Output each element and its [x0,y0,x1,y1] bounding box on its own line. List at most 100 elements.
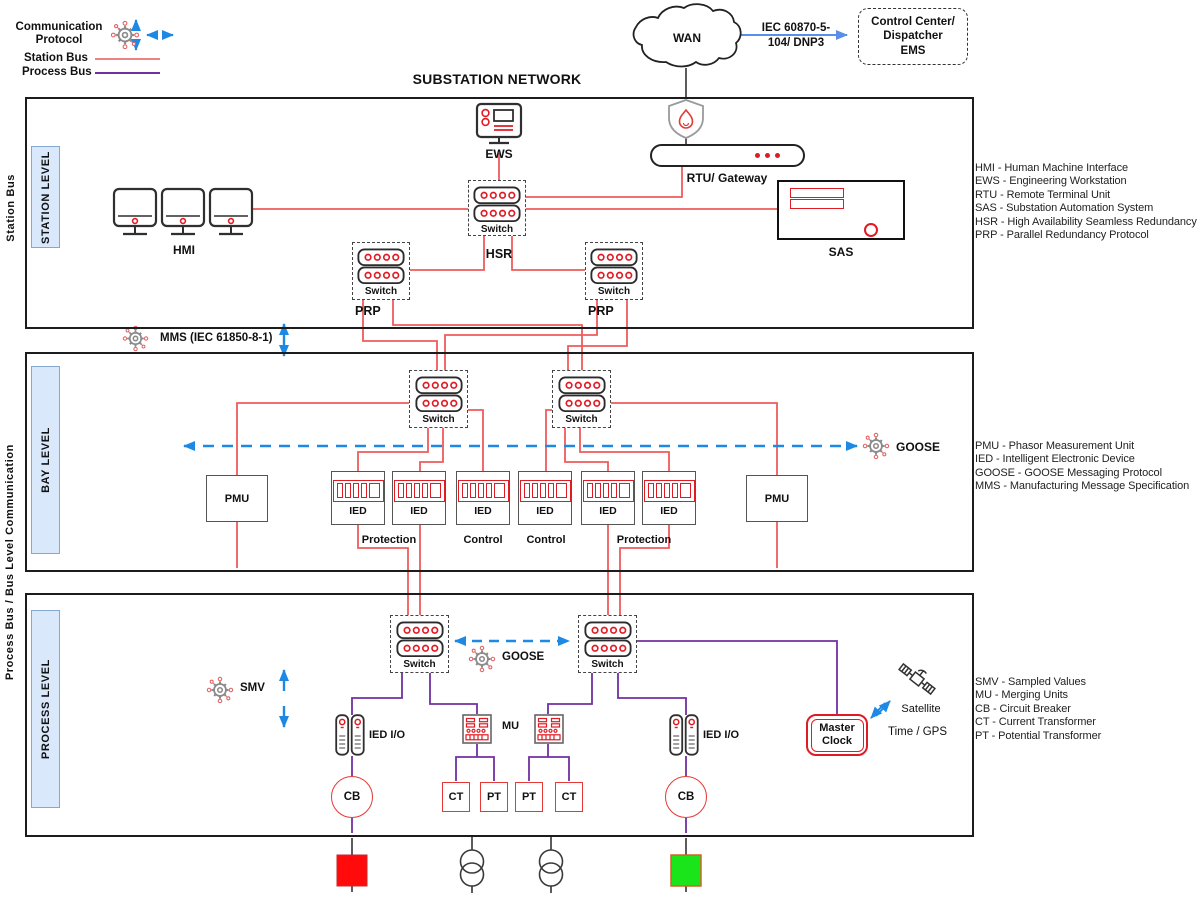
legend-protocol: Communication Protocol [10,21,108,47]
control-center-line1: Control Center/ [871,15,955,28]
hsr-label: HSR [485,247,513,261]
ied-graphic [457,479,509,502]
legend-station-bus-swatch [95,58,160,60]
switch-label: Switch [403,659,436,670]
glossary-line: SAS - Substation Automation System [975,202,1154,215]
glossary-line: PMU - Phasor Measurement Unit [975,440,1135,452]
goose-process-label: GOOSE [502,651,545,663]
station-level-tag-label: STATION LEVEL [39,150,52,244]
switch-icon [584,621,632,658]
satellite-icon [898,662,936,696]
glossary-line: RTU - Remote Terminal Unit [975,188,1111,201]
glossary-line: CT - Current Transformer [975,716,1096,729]
switch-label: Switch [422,414,455,425]
glossary-line: PRP - Parallel Redundancy Protocol [975,229,1149,242]
prp-switch-right: Switch [585,242,643,300]
rtu-led [765,153,770,158]
sas-label: SAS [828,245,854,259]
pt-box-1: PT [480,782,508,812]
ied-io-left-label: IED I/O [369,729,406,741]
ied-control-1: IED [456,471,510,525]
firewall-icon [668,99,704,139]
satellite-label: Satellite [901,703,941,715]
time-gps-label: Time / GPS [888,726,947,738]
control-center-box: Control Center/ Dispatcher EMS [858,8,968,65]
bay-level-tag: BAY LEVEL [31,366,60,554]
wan-link-line2: 104/ DNP3 [767,36,825,49]
process-level-tag-label: PROCESS LEVEL [39,658,52,760]
switch-icon [415,376,463,413]
rtu-led [775,153,780,158]
station-bus-side-label: Station Bus [5,173,17,242]
pmu-left: PMU [206,475,268,522]
bay-switch-right: Switch [552,370,611,428]
mms-label: MMS (IEC 61850-8-1) [160,332,273,344]
rtu-led [755,153,760,158]
transformer-symbol [459,849,564,887]
ied-label: IED [536,504,554,517]
prp-left-label: PRP [355,304,381,318]
station-bus-side-label-wrap: Station Bus [0,160,22,255]
group-protection-right: Protection [616,534,672,546]
wan-link-line1: IEC 60870-5- [761,22,831,34]
ied-graphic [519,479,571,502]
wan-cloud [632,3,742,68]
glossary-line: MMS - Manufacturing Message Specificatio… [975,480,1190,493]
switch-icon [396,621,444,658]
station-level-box [25,97,974,329]
ied-label: IED [660,504,678,517]
control-center-line2: Dispatcher [883,30,943,43]
process-level-tag: PROCESS LEVEL [31,610,60,808]
ied-label: IED [410,504,428,517]
sas-button [864,223,878,237]
ied-label: IED [474,504,492,517]
wan-label: WAN [673,31,701,45]
breaker-closed-symbol [336,854,368,887]
glossary-line: IED - Intelligent Electronic Device [975,453,1135,466]
pt-label: PT [486,791,502,803]
glossary-line: SMV - Sampled Values [975,676,1086,688]
glossary-line: MU - Merging Units [975,689,1068,702]
hmi-label: HMI [173,243,195,257]
ct-box-1: CT [442,782,470,812]
legend-station-bus-label: Station Bus [24,52,88,64]
process-bus-wiring [351,640,838,833]
hsr-switch: Switch [468,180,526,236]
rtu-label: RTU/ Gateway [686,171,768,185]
goose-mms-smv-arrows [131,19,891,728]
ied-io-right-label: IED I/O [703,729,740,741]
switch-icon [357,248,405,285]
glossary-line: CB - Circuit Breaker [975,702,1071,715]
master-clock-inner: Master Clock [810,718,864,752]
ews-label: EWS [485,147,513,161]
mms-protocol-icon [122,325,149,352]
ct-box-2: CT [555,782,583,812]
cb-label: CB [677,791,695,803]
mu-label: MU [502,720,520,732]
pmu-right: PMU [746,475,808,522]
ied-protection-4: IED [642,471,696,525]
legend-process-bus-swatch [95,72,160,74]
sas-device [777,180,905,240]
switch-label: Switch [597,286,631,297]
ied-label: IED [599,504,617,517]
legend-protocol-line1: Communication [15,21,103,33]
process-glossary: SMV - Sampled Values MU - Merging Units … [975,676,1101,743]
ied-graphic [643,479,695,502]
process-level-box [25,593,974,837]
bay-switch-left: Switch [409,370,468,428]
sas-slot [790,199,844,209]
glossary-line: HMI - Human Machine Interface [975,162,1128,174]
wan-link-label: IEC 60870-5- 104/ DNP3 [762,21,830,51]
goose-bay-label: GOOSE [896,440,941,454]
ied-protection-3: IED [581,471,635,525]
glossary-line: HSR - High Availability Seamless Redunda… [975,215,1197,228]
pmu-label: PMU [224,492,250,505]
prp-switch-left: Switch [352,242,410,300]
master-clock-line2: Clock [822,735,852,747]
group-protection-left: Protection [361,534,417,546]
prp-right-label: PRP [588,304,614,318]
smv-label: SMV [240,682,265,694]
